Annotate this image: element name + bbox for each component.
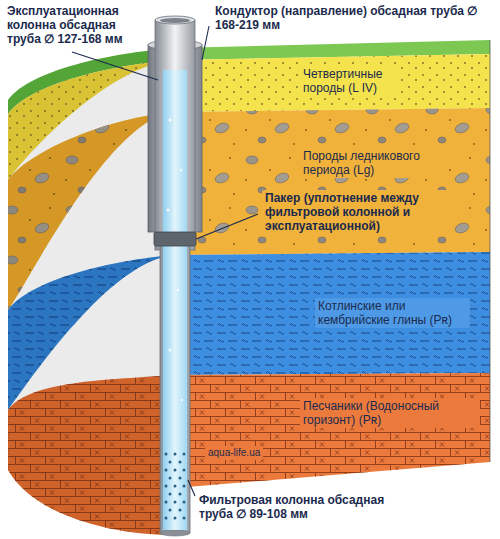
- watermark: aqua-life.ua: [205, 446, 263, 460]
- packer-label: Пакер (уплотнение между фильтровой колон…: [262, 190, 452, 234]
- layer-label: Песчаники (Водоносный горизонт) (Pʀ): [300, 398, 480, 428]
- layer-label: Четвертичные породы (L IV): [300, 66, 400, 96]
- pipe-label: Кондуктор (направление) обсадная труба ∅…: [212, 3, 482, 33]
- layer-label: Котлинские или кембрийские глины (Pʀ): [315, 298, 470, 328]
- layer-label: Породы ледникового периода (Lg): [300, 148, 440, 178]
- pipe-label: Фильтровая колонна обсадная труба ∅ 89-1…: [196, 492, 401, 522]
- pipe-label: Эксплуатационная колонна обсадная труба …: [4, 3, 146, 47]
